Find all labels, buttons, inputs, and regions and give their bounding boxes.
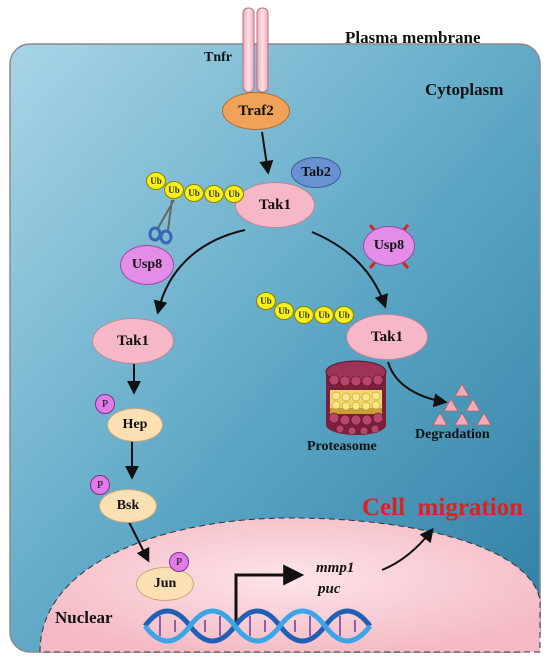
arrow-genes-migration: [381, 527, 434, 571]
cytoplasm-label: Cytoplasm: [425, 80, 504, 99]
arrow-traf2-tak1: [259, 131, 274, 175]
usp8-right-node: Usp8: [363, 226, 415, 266]
tak1-left-node: Tak1: [92, 318, 174, 364]
proteasome-icon: [325, 360, 387, 436]
arrow-bsk-jun: [127, 519, 150, 563]
gene-label-puc: puc: [318, 581, 341, 597]
phospho-badge-jun: P: [169, 552, 189, 572]
degradation-label: Degradation: [415, 427, 490, 442]
ubiquitin-bead: Ub: [314, 306, 334, 324]
ubiquitin-bead: Ub: [224, 185, 244, 203]
jun-node: Jun: [136, 567, 194, 601]
scissors-icon: [148, 199, 175, 245]
nuclear-label: Nuclear: [55, 608, 113, 627]
ubiquitin-bead: Ub: [184, 184, 204, 202]
dna-helix-icon: [143, 608, 372, 644]
phospho-badge-hep: P: [95, 394, 115, 414]
ubiquitin-bead: Ub: [274, 302, 294, 320]
ubiquitin-bead: Ub: [146, 172, 166, 190]
gene-label-mmp1: mmp1: [316, 560, 355, 576]
transcription-arrow: [234, 564, 305, 622]
phospho-badge-bsk: P: [90, 475, 110, 495]
traf2-node: Traf2: [222, 92, 290, 130]
tak1-right-node: Tak1: [346, 314, 428, 360]
ubiquitin-bead: Ub: [334, 306, 354, 324]
plasma-membrane-label: Plasma membrane: [345, 28, 481, 47]
arrow-tak1-degradation: [387, 361, 448, 408]
bsk-node: Bsk: [99, 489, 157, 523]
cell-migration-label: Cell migration: [362, 494, 524, 521]
tab2-node: Tab2: [291, 157, 341, 188]
proteasome-label: Proteasome: [307, 439, 377, 454]
usp8-left-node: Usp8: [120, 245, 174, 285]
hep-node: Hep: [107, 408, 163, 442]
arrow-tak1-left: [153, 229, 246, 315]
ubiquitin-bead: Ub: [256, 292, 276, 310]
tak1-top-node: Tak1: [235, 182, 315, 228]
ubiquitin-bead: Ub: [204, 185, 224, 203]
tnfr-label: Tnfr: [204, 50, 232, 65]
degradation-fragments-icon: [432, 383, 492, 426]
arrow-tak1-right: [311, 231, 388, 309]
ubiquitin-bead: Ub: [294, 306, 314, 324]
ubiquitin-bead: Ub: [164, 181, 184, 199]
